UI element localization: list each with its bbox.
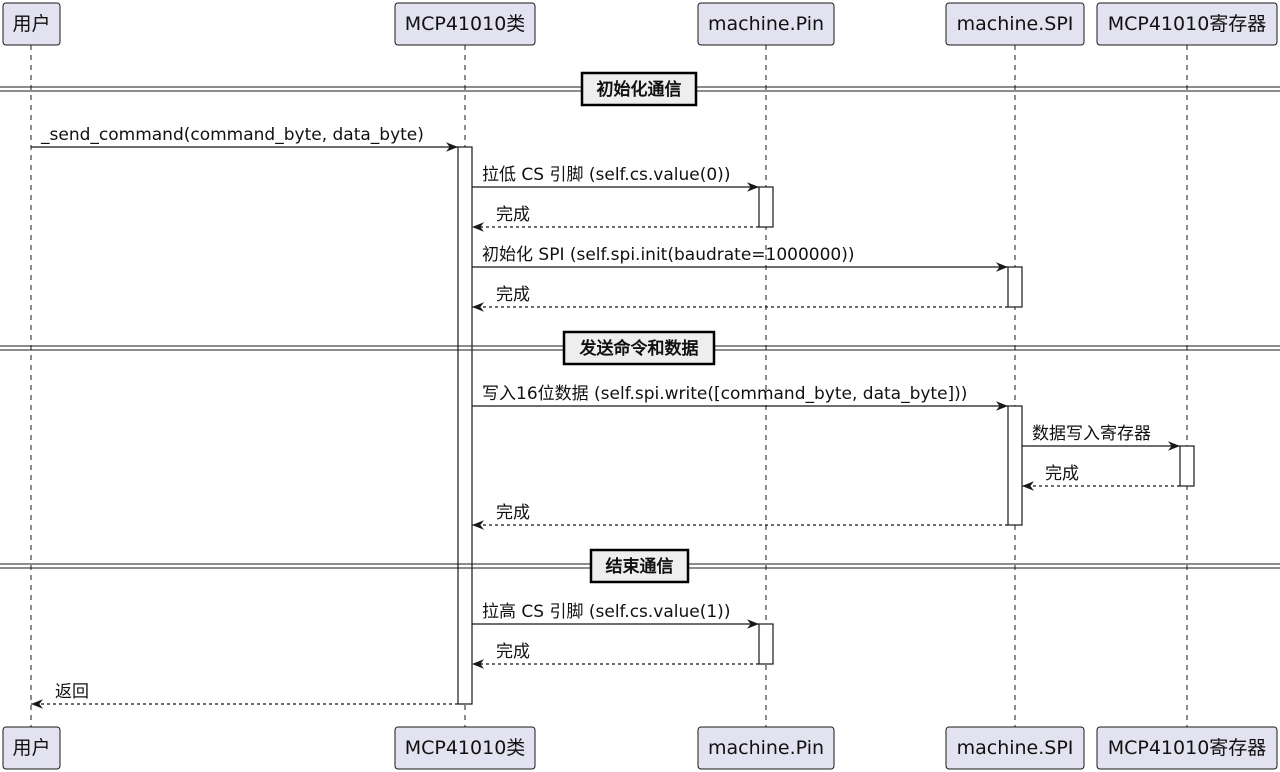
- activation-bar: [1007, 266, 1023, 308]
- participant-box-pin-top: [697, 2, 835, 46]
- message-label: 写入16位数据 (self.spi.write([command_byte, d…: [482, 384, 967, 404]
- participant-label-spi: machine.SPI: [957, 737, 1074, 759]
- message-label: 完成: [496, 205, 530, 225]
- participant-box-pin-bottom: [697, 726, 835, 770]
- divider-label: 结束通信: [606, 556, 674, 577]
- message-label: 完成: [1045, 464, 1079, 484]
- message-label: 完成: [496, 285, 530, 305]
- participant-box-reg-bottom: [1096, 726, 1278, 770]
- divider-box: [580, 71, 698, 107]
- participant-label-user: 用户: [12, 13, 50, 35]
- divider-box: [589, 548, 690, 584]
- message-label: 初始化 SPI (self.spi.init(baudrate=1000000)…: [482, 245, 855, 265]
- divider-box: [562, 330, 716, 366]
- participant-box-reg-top: [1096, 2, 1278, 46]
- participant-label-reg: MCP41010寄存器: [1108, 13, 1267, 35]
- participant-box-user-bottom: [2, 726, 61, 770]
- activation-bar: [758, 623, 774, 665]
- participant-label-pin: machine.Pin: [708, 737, 824, 759]
- participant-label-user: 用户: [12, 737, 50, 759]
- activation-bar: [758, 186, 774, 228]
- message-label: 完成: [496, 503, 530, 523]
- participant-label-mcp: MCP41010类: [405, 737, 526, 759]
- activation-bar: [1179, 445, 1195, 487]
- message-label: 完成: [496, 642, 530, 662]
- activation-bar: [1007, 405, 1023, 526]
- message-label: _send_command(command_byte, data_byte): [40, 125, 424, 145]
- activation-bar: [457, 146, 473, 705]
- participant-box-mcp-top: [394, 2, 536, 46]
- participant-box-mcp-bottom: [394, 726, 536, 770]
- participant-label-reg: MCP41010寄存器: [1108, 737, 1267, 759]
- participant-label-spi: machine.SPI: [957, 13, 1074, 35]
- message-label: 返回: [55, 682, 89, 702]
- divider-label: 初始化通信: [597, 79, 682, 100]
- participant-label-mcp: MCP41010类: [405, 13, 526, 35]
- divider-label: 发送命令和数据: [579, 338, 699, 359]
- participant-box-spi-bottom: [945, 726, 1085, 770]
- participant-box-spi-top: [945, 2, 1085, 46]
- message-label: 拉高 CS 引脚 (self.cs.value(1)): [482, 602, 730, 622]
- message-label: 拉低 CS 引脚 (self.cs.value(0)): [482, 165, 730, 185]
- participant-box-user-top: [2, 2, 61, 46]
- message-label: 数据写入寄存器: [1032, 424, 1151, 444]
- participant-label-pin: machine.Pin: [708, 13, 824, 35]
